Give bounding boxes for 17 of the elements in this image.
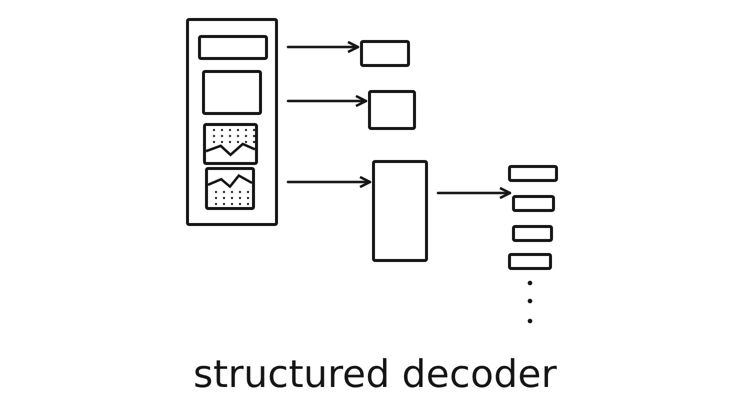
sketch-box — [203, 123, 258, 165]
sketch-box — [512, 195, 555, 212]
arrow — [286, 176, 372, 188]
sketch-box — [205, 167, 255, 210]
sketch-box — [508, 165, 558, 182]
diagram-title: structured decoder — [193, 352, 557, 396]
tall-box — [372, 160, 428, 262]
sketch-box — [360, 40, 410, 67]
arrow — [286, 94, 368, 108]
arrow — [286, 40, 360, 54]
sketch-box — [198, 35, 268, 60]
panel-box — [186, 18, 278, 226]
sketch-box — [202, 70, 262, 115]
sketch-box — [512, 225, 553, 242]
sketch-box — [508, 253, 552, 270]
sketch-box — [368, 90, 416, 130]
arrow — [436, 186, 512, 200]
